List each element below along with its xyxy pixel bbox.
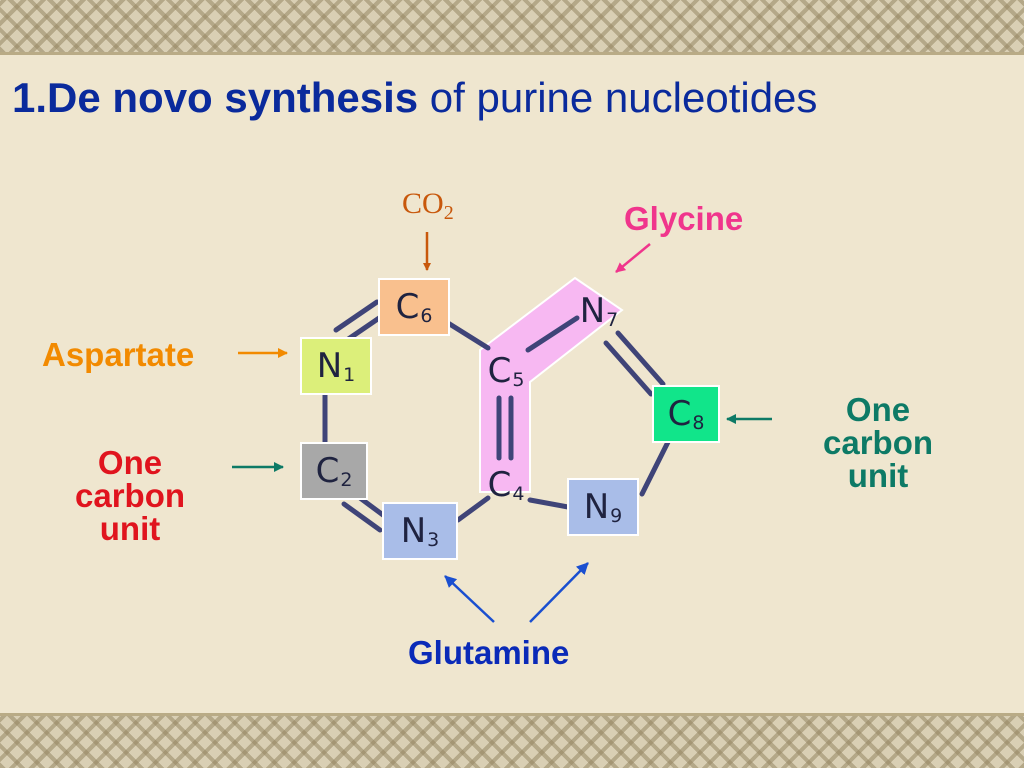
one-carbon-right-label: One carbon unit xyxy=(803,393,953,492)
one-carbon-left-line-2: carbon xyxy=(74,477,186,514)
one-carbon-left-label: One carbon unit xyxy=(55,446,205,545)
aspartate-label: Aspartate xyxy=(42,336,195,373)
atom-n9-symbol: N xyxy=(583,487,610,527)
bond-n7-c8-b xyxy=(603,340,654,397)
glutamine-label: Glutamine xyxy=(408,634,570,671)
slide-title: 1.De novo synthesis of purine nucleotide… xyxy=(12,74,817,122)
glycine-highlight xyxy=(479,276,624,493)
one-carbon-right-line-1: One xyxy=(845,391,911,428)
atom-c8-number: 8 xyxy=(692,412,705,434)
bottom-border-line xyxy=(0,713,1024,716)
atom-c8-symbol: C xyxy=(667,394,692,434)
atom-n1-symbol: N xyxy=(316,346,343,386)
atom-c5-symbol: C xyxy=(487,351,512,391)
bond-c5-n7 xyxy=(525,315,580,353)
atom-c5-number: 5 xyxy=(512,369,525,391)
atom-n7-number: 7 xyxy=(606,309,619,331)
atom-n7-symbol: N xyxy=(579,291,606,331)
bond-c4-n9 xyxy=(527,497,571,510)
title-regular-part: of purine nucleotides xyxy=(418,74,818,121)
co2-label: CO2 xyxy=(402,187,454,225)
atom-n1-number: 1 xyxy=(343,364,356,386)
bottom-decorative-border xyxy=(0,716,1024,768)
bond-n7-c8-a xyxy=(615,330,666,387)
glycine-label: Glycine xyxy=(624,200,744,237)
atom-c4-symbol: C xyxy=(487,465,512,505)
one-carbon-left-line-1: One xyxy=(97,444,163,481)
glycine-arrow xyxy=(615,243,651,273)
co2-main: CO xyxy=(402,187,444,220)
bond-n3-c4 xyxy=(455,495,491,523)
one-carbon-right-line-3: unit xyxy=(847,457,909,494)
atom-n3-symbol: N xyxy=(400,511,427,551)
bond-c2-n3-b xyxy=(341,501,383,533)
atom-c6-symbol: C xyxy=(395,287,420,327)
bond-c6-n1-b xyxy=(333,299,380,333)
atom-n3-number: 3 xyxy=(427,529,440,551)
top-border-line xyxy=(0,52,1024,55)
atom-n9-number: 9 xyxy=(610,505,623,527)
title-bold-part: 1.De novo synthesis xyxy=(12,74,419,121)
atom-c4-number: 4 xyxy=(512,483,525,505)
atom-c2-number: 2 xyxy=(340,469,353,491)
glutamine-arrow-left xyxy=(444,575,495,623)
co2-subscript: 2 xyxy=(443,202,454,224)
atom-c2-symbol: C xyxy=(315,451,340,491)
one-carbon-right-line-2: carbon xyxy=(822,424,934,461)
top-decorative-border xyxy=(0,0,1024,52)
atom-c6-number: 6 xyxy=(420,305,433,327)
glutamine-arrow-right xyxy=(529,562,589,623)
bond-c8-n9 xyxy=(639,439,671,497)
one-carbon-left-line-3: unit xyxy=(99,510,161,547)
